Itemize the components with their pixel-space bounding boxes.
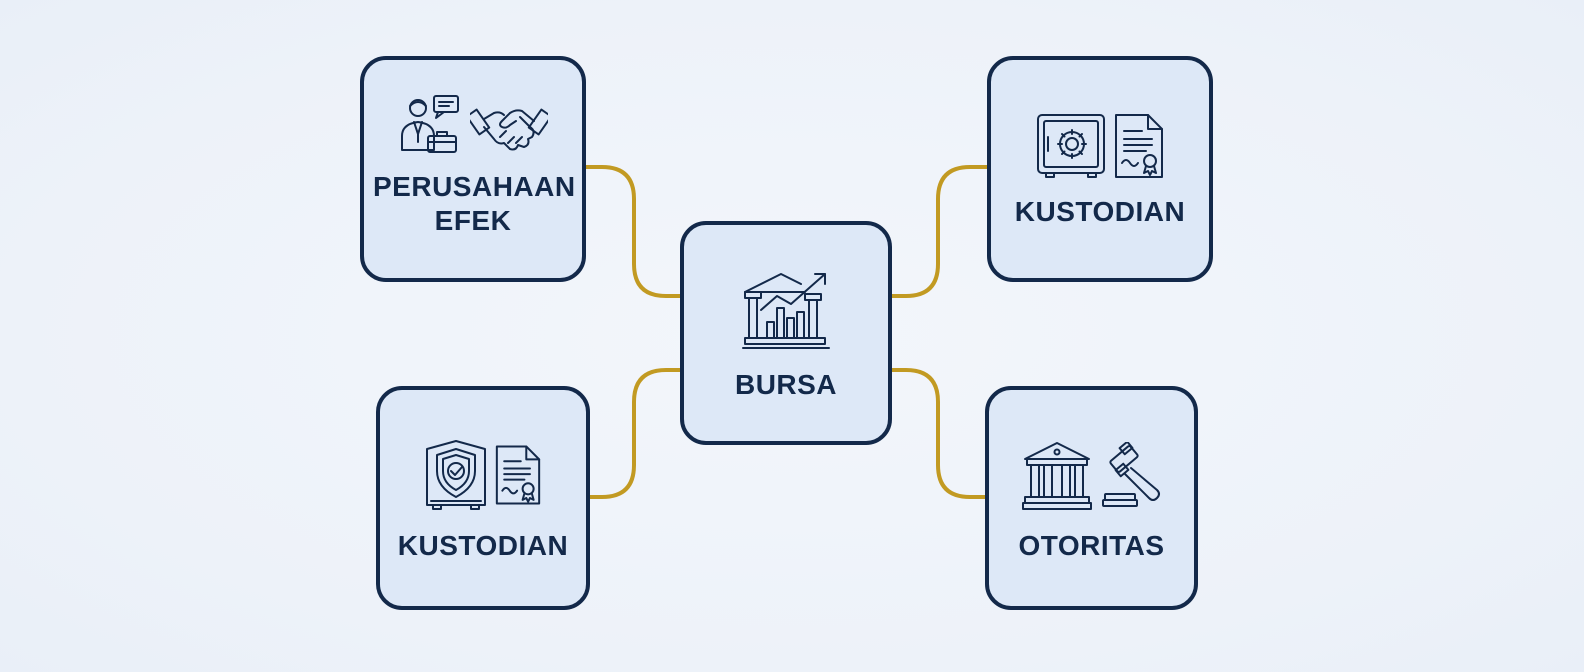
node-kustodian-bottom[interactable]: KUSTODIAN bbox=[376, 386, 590, 610]
safe-icon bbox=[1036, 113, 1106, 179]
businessman-icon bbox=[398, 94, 462, 156]
node-otoritas-label: OTORITAS bbox=[1018, 530, 1165, 561]
node-kustodian-top[interactable]: KUSTODIAN bbox=[987, 56, 1213, 282]
stock-exchange-icon bbox=[741, 268, 831, 350]
shield-icon bbox=[425, 439, 487, 511]
node-bursa-label: BURSA bbox=[734, 369, 838, 400]
connector-perusahaan-bursa bbox=[584, 165, 682, 298]
node-bursa[interactable]: BURSA bbox=[680, 221, 892, 445]
connector-otoritas-bursa bbox=[890, 368, 987, 499]
node-perusahaan-label-line2: EFEK bbox=[434, 205, 512, 236]
node-kustodian-top-icons bbox=[1036, 113, 1164, 179]
certificate-icon bbox=[495, 444, 541, 506]
node-kustodian-top-label: KUSTODIAN bbox=[1014, 196, 1186, 227]
node-otoritas-icons bbox=[1021, 439, 1163, 511]
government-building-icon bbox=[1021, 439, 1093, 511]
node-bursa-icons bbox=[741, 268, 831, 350]
handshake-icon bbox=[470, 97, 548, 153]
gavel-icon bbox=[1101, 442, 1163, 508]
node-otoritas[interactable]: OTORITAS bbox=[985, 386, 1198, 610]
connector-kustodian-bottom-bursa bbox=[588, 368, 682, 499]
node-perusahaan-icons bbox=[398, 94, 548, 156]
connector-kustodian-top-bursa bbox=[890, 165, 989, 298]
node-perusahaan-label: PERUSAHAAN EFEK bbox=[373, 170, 576, 238]
node-perusahaan-efek[interactable]: PERUSAHAAN EFEK bbox=[360, 56, 586, 282]
node-kustodian-bottom-icons bbox=[425, 439, 541, 511]
node-kustodian-bottom-label: KUSTODIAN bbox=[397, 530, 569, 561]
certificate-icon bbox=[1114, 113, 1164, 179]
node-perusahaan-label-line1: PERUSAHAAN bbox=[373, 171, 576, 202]
